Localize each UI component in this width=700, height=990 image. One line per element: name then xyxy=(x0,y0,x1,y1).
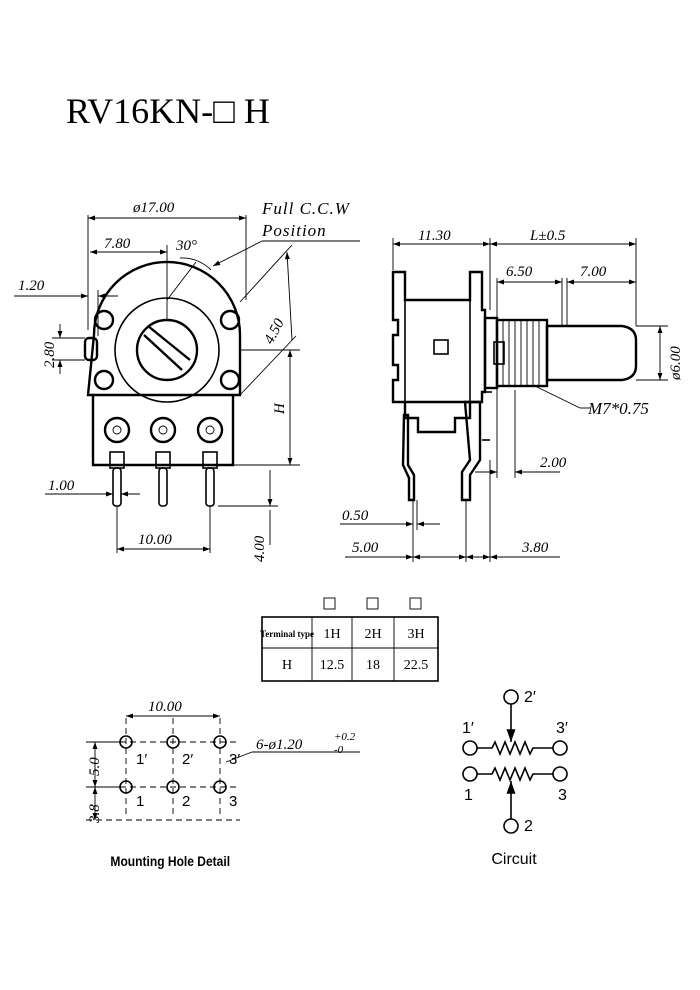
pin-2p: 2′ xyxy=(524,689,536,706)
circuit-caption: Circuit xyxy=(491,851,537,868)
dim-2-80: 2.80 xyxy=(42,341,58,368)
part-number-title: RV16KN-□ H xyxy=(66,91,270,131)
dim-angle-30: 30° xyxy=(175,238,197,254)
pin-1: 1 xyxy=(464,787,473,804)
note-position: Position xyxy=(261,221,327,240)
table-header-3h: 3H xyxy=(407,627,424,642)
dim-H: H xyxy=(272,402,288,415)
dim-10-00: 10.00 xyxy=(138,532,172,548)
dim-4-50: 4.50 xyxy=(261,316,288,347)
hole-label-2p: 2′ xyxy=(182,751,193,768)
dim-dia-6-00: ø6.00 xyxy=(668,346,684,381)
circuit: 2′ 1′ 3′ 1 3 2 Circuit xyxy=(462,689,568,868)
table-header-terminal-type: Terminal type xyxy=(260,629,314,639)
pin-2: 2 xyxy=(524,818,533,835)
hole-label-3p: 3′ xyxy=(229,751,240,768)
note-full-ccw: Full C.C.W xyxy=(261,199,351,218)
dim-0-50: 0.50 xyxy=(342,508,369,524)
dim-4-00: 4.00 xyxy=(252,535,268,562)
mount-dim-5-0: 5.0 xyxy=(87,757,103,776)
dim-7-80: 7.80 xyxy=(104,236,131,252)
pin-1p: 1′ xyxy=(462,720,474,737)
mount-tol-dn: -0 xyxy=(334,744,344,756)
mount-caption: Mounting Hole Detail xyxy=(110,853,230,869)
hole-label-3: 3 xyxy=(229,793,237,810)
pin-3p: 3′ xyxy=(556,720,568,737)
dim-1-00: 1.00 xyxy=(48,478,75,494)
table-cell-h: H xyxy=(282,658,292,673)
dim-diameter-17: ø17.00 xyxy=(132,200,175,216)
dim-11-30: 11.30 xyxy=(418,228,451,244)
dim-7-00: 7.00 xyxy=(580,264,607,280)
front-view: ø17.00 7.80 30° Full C.C.W Position 1.20… xyxy=(14,199,360,562)
dim-3-80: 3.80 xyxy=(521,540,549,556)
dim-L: L±0.5 xyxy=(529,228,566,244)
dim-2-00: 2.00 xyxy=(540,455,567,471)
side-view: 11.30 L±0.5 6.50 7.00 ø6.00 M7*0.75 2.00 xyxy=(340,228,684,562)
table-cell-1h: 12.5 xyxy=(320,658,345,673)
dim-5-00: 5.00 xyxy=(352,540,379,556)
thread-spec: M7*0.75 xyxy=(587,399,649,418)
pin-3: 3 xyxy=(558,787,567,804)
mount-tol-up: +0.2 xyxy=(334,731,356,743)
mounting-hole-detail: 10.00 5.0 3.8 1′ 2′ 3′ 1 2 3 6-ø1.20 +0.… xyxy=(86,699,360,869)
hole-label-1p: 1′ xyxy=(136,751,147,768)
mount-holes-spec: 6-ø1.20 xyxy=(256,737,303,753)
dim-6-50: 6.50 xyxy=(506,264,533,280)
hole-label-1: 1 xyxy=(136,793,144,810)
terminal-table: Terminal type 1H 2H 3H H 12.5 18 22.5 xyxy=(260,597,439,682)
mount-dim-10-00: 10.00 xyxy=(148,699,182,715)
table-header-1h: 1H xyxy=(323,627,340,642)
table-header-2h: 2H xyxy=(364,627,381,642)
mount-dim-3-8: 3.8 xyxy=(87,804,103,824)
table-cell-2h: 18 xyxy=(366,658,380,673)
hole-label-2: 2 xyxy=(182,793,190,810)
table-cell-3h: 22.5 xyxy=(404,658,429,673)
dim-1-20: 1.20 xyxy=(18,278,45,294)
